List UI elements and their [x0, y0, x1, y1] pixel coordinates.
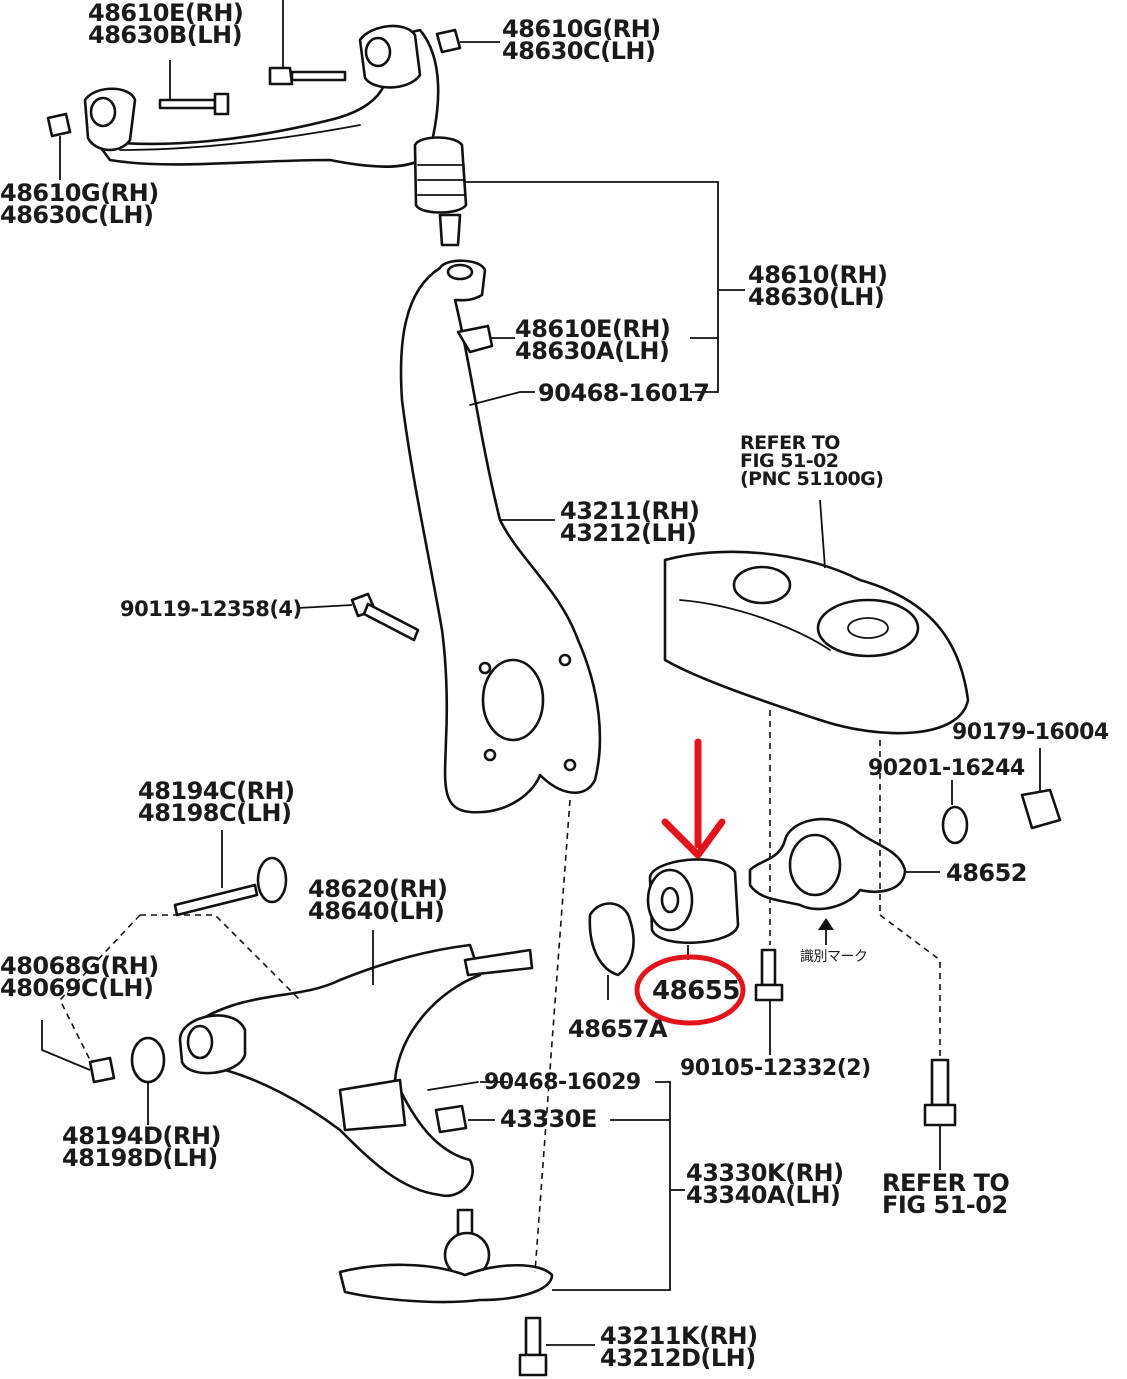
cap-right-icon [435, 28, 462, 54]
bush-48655-icon [646, 858, 740, 945]
subframe [663, 550, 970, 735]
bolt-90105-icon [754, 948, 784, 1002]
nut-lower-left-icon [88, 1056, 116, 1084]
label-upper-arm-cap-left: 48610G(RH)48630C(LH) [0, 179, 159, 229]
washer-icon [941, 805, 969, 845]
label-identification-mark: 識別マーク [800, 949, 868, 965]
cam-plate-icon [130, 1036, 166, 1084]
ball-joint-bolt-icon [518, 1316, 548, 1377]
nut-right-icon [1020, 788, 1062, 830]
label-ball-joint: 43330K(RH)43340A(LH) [686, 1159, 844, 1209]
lower-control-arm [178, 943, 534, 1198]
upper-control-arm [83, 24, 468, 247]
ball-joint-icon [338, 1208, 554, 1304]
knuckle-bolt-icon [350, 592, 420, 642]
label-ball-joint-nut: 43330E [500, 1105, 597, 1133]
label-ball-joint-bolt: 43211K(RH)43212D(LH) [600, 1322, 758, 1372]
label-nut-lower-left: 48068G(RH)48069C(LH) [0, 952, 159, 1002]
label-bracket: 48652 [946, 859, 1028, 887]
stopper-icon [588, 902, 635, 977]
label-stopper: 48657A [568, 1015, 668, 1043]
ball-joint-nut-icon [434, 1104, 468, 1134]
label-bolt-90105: 90105-12332(2) [680, 1056, 871, 1081]
upper-arm-nut-top [268, 66, 347, 86]
knuckle-nut-icon [456, 324, 494, 354]
label-cotter-pin-upper: 90468-16017 [538, 379, 710, 407]
identification-mark-arrow [818, 918, 834, 945]
label-upper-arm: 48610(RH)48630(LH) [748, 261, 888, 311]
red-circle-highlight [634, 954, 746, 1026]
label-nut-90201: 90201-16244 [868, 756, 1025, 781]
camber-bolt-icon [173, 856, 288, 917]
label-steering-knuckle: 43211(RH)43212(LH) [560, 497, 700, 547]
assembly-dashed-lines [59, 710, 941, 1273]
leader-lines [41, 0, 1041, 1346]
label-washer: 90179-16004 [952, 720, 1109, 745]
label-upper-arm-nut: 48610E(RH)48630A(LH) [515, 315, 671, 365]
label-upper-arm-cap-right: 48610G(RH)48630C(LH) [502, 15, 661, 65]
label-cotter-pin-lower: 90468-16029 [484, 1070, 641, 1095]
label-lower-arm: 48620(RH)48640(LH) [308, 875, 448, 925]
upper-arm-bolt [158, 92, 230, 116]
bracket-icon [748, 817, 907, 911]
label-knuckle-bolt: 90119-12358(4) [120, 597, 302, 621]
cotter-pin-lower-icon [427, 1081, 479, 1091]
cap-left-icon [46, 112, 72, 138]
label-bush-highlighted: 48655 [652, 976, 740, 1006]
label-camber-bolt: 48194C(RH)48198C(LH) [138, 777, 295, 827]
highlight-annotation [634, 738, 746, 1026]
bolt-refer-lower-icon [923, 1058, 957, 1127]
label-upper-arm-bush-front: 48610E(RH)48630B(LH) [88, 0, 244, 49]
cotter-pin-upper-icon [469, 391, 521, 406]
label-cam-plate: 48194D(RH)48198D(LH) [62, 1122, 221, 1172]
